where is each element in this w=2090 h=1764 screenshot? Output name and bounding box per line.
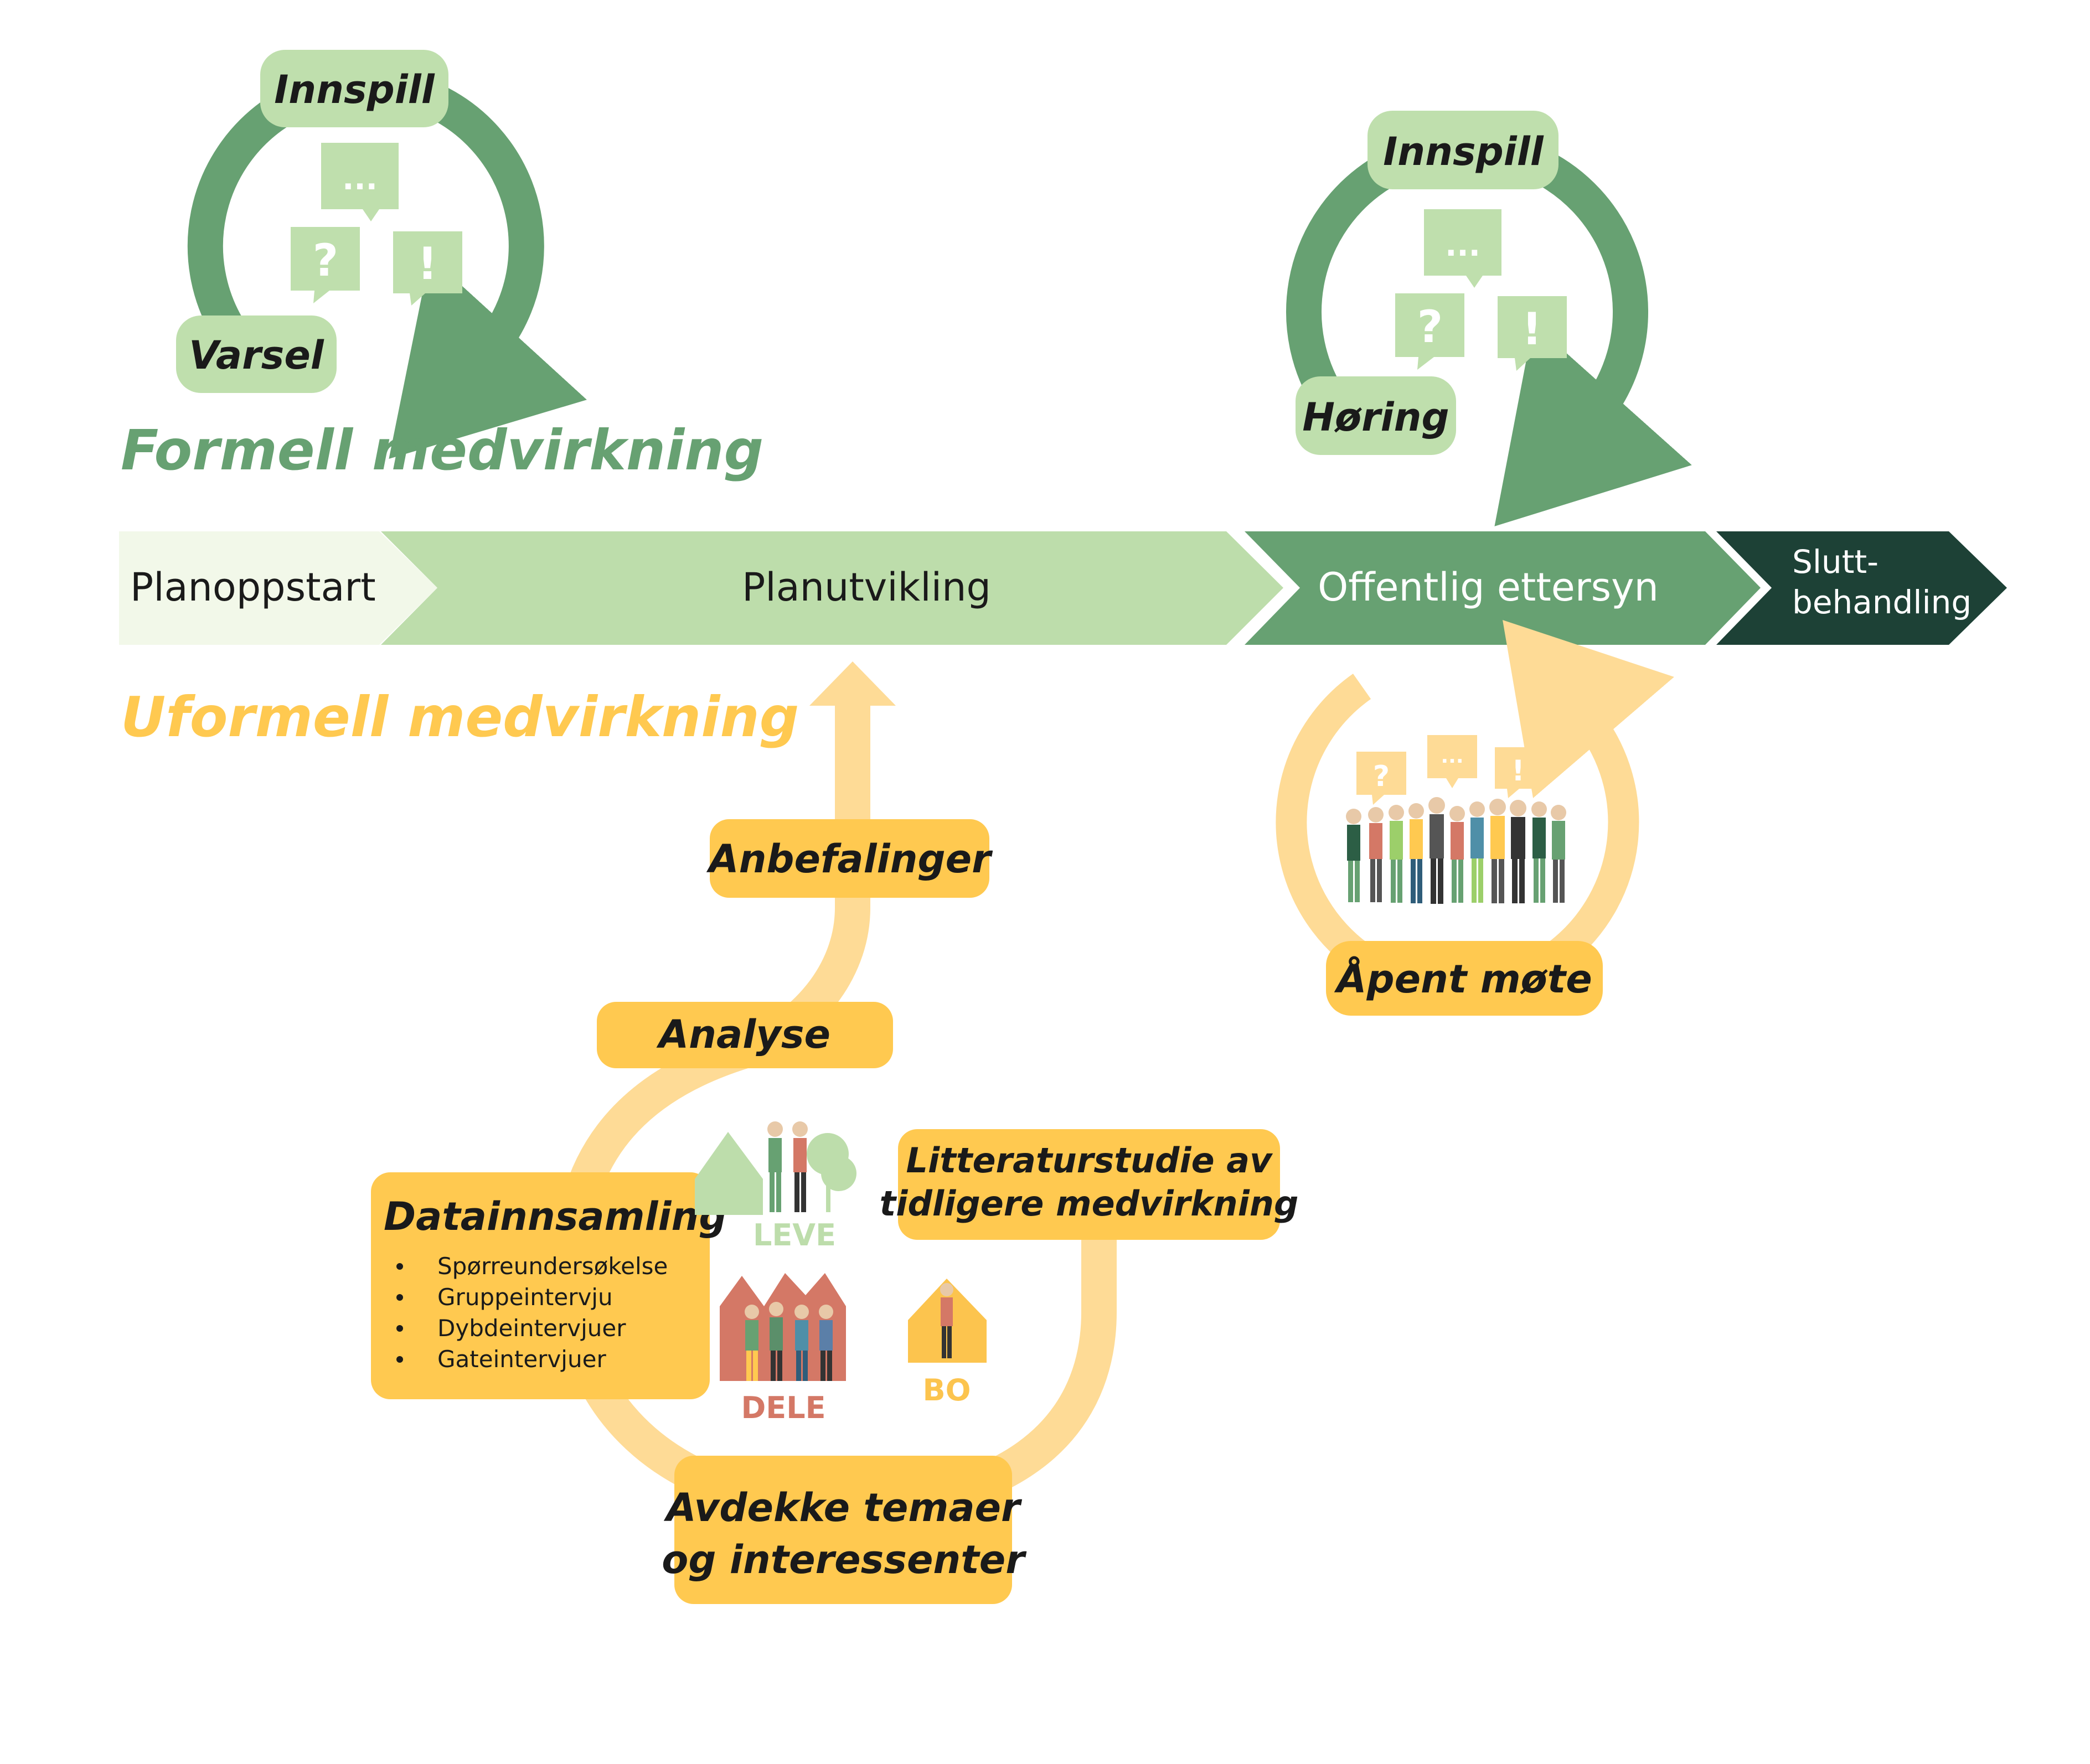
anbefalinger-label: Anbefalinger	[706, 836, 993, 882]
svg-text:!: !	[1522, 303, 1542, 355]
phase-planoppstart	[119, 531, 437, 645]
svg-text:?: ?	[1417, 301, 1443, 353]
speech-bubble-exclaim-2: !	[1498, 296, 1567, 371]
house-icon	[695, 1132, 763, 1215]
person-icon	[1489, 799, 1506, 903]
analyse-label: Analyse	[656, 1012, 830, 1057]
dele-illustration: DELE	[720, 1273, 846, 1425]
svg-text:!: !	[417, 238, 437, 289]
formal-heading: Formell medvirkning	[121, 418, 763, 483]
person-icon	[794, 1305, 809, 1381]
phase-label-planoppstart: Planoppstart	[130, 565, 376, 610]
svg-text:?: ?	[1373, 760, 1390, 793]
speech-bubble-dots-3: ...	[1427, 735, 1477, 788]
bo-illustration: BO	[908, 1279, 987, 1408]
person-icon	[940, 1283, 953, 1358]
tree-icon	[807, 1133, 856, 1212]
litteratur-line1: Litteraturstudie av	[906, 1140, 1273, 1181]
person-icon	[1408, 803, 1424, 903]
person-icon	[1368, 807, 1384, 902]
datainnsamling-list: Spørreundersøkelse Gruppeintervju Dybdei…	[396, 1253, 668, 1373]
innspill-label-1: Innspill	[274, 67, 435, 112]
litteratur-box	[898, 1129, 1280, 1240]
horing-label: Høring	[1302, 395, 1449, 440]
svg-text:...: ...	[1441, 745, 1463, 768]
formal-cycle-varsel: Innspill Varsel ... ? !	[176, 50, 587, 459]
formal-cycle-horing: Innspill Høring ... ? !	[1286, 111, 1692, 527]
litteratur-line2: tidligere medvirkning	[880, 1183, 1299, 1224]
informal-arrow-head	[809, 661, 896, 706]
speech-bubble-exclaim-3: !	[1495, 747, 1542, 798]
crowd-illustration	[1346, 797, 1566, 904]
anbefalinger-box	[710, 819, 989, 898]
person-icon	[1551, 805, 1566, 903]
avdekke-line2: og interessenter	[662, 1537, 1027, 1582]
phase-timeline: Planoppstart Planutvikling Offentlig ett…	[119, 531, 2007, 645]
phase-label-planutvikling: Planutvikling	[742, 565, 991, 610]
person-icon	[792, 1121, 808, 1212]
person-icon	[1449, 806, 1465, 903]
person-icon	[1510, 800, 1526, 903]
speech-bubble-exclaim-1: !	[393, 231, 462, 306]
list-item: Dybdeintervjuer	[437, 1315, 626, 1342]
list-item: Gateintervjuer	[437, 1346, 606, 1373]
person-icon	[769, 1302, 783, 1381]
varsel-label: Varsel	[189, 333, 324, 378]
bo-label: BO	[922, 1373, 971, 1408]
apent-mote-box	[1326, 941, 1603, 1016]
phase-offentlig-ettersyn	[1245, 531, 1761, 645]
avdekke-line1: Avdekke temaer	[663, 1485, 1023, 1530]
innspill-box-1	[260, 50, 448, 127]
speech-bubble-question-2: ?	[1395, 293, 1464, 370]
person-icon	[1469, 801, 1485, 903]
svg-text:...: ...	[1445, 227, 1480, 263]
speech-bubble-question-1: ?	[291, 227, 360, 303]
speech-bubble-dots-2: ...	[1424, 209, 1501, 288]
innspill-label-2: Innspill	[1383, 129, 1544, 174]
apent-mote-label: Åpent møte	[1334, 956, 1592, 1002]
horing-box	[1296, 376, 1456, 455]
person-icon	[1346, 809, 1361, 902]
avdekke-box	[674, 1456, 1012, 1604]
dele-label: DELE	[741, 1390, 825, 1425]
phase-label-sluttbehandling-2: behandling	[1792, 583, 1972, 621]
innspill-box-2	[1367, 111, 1559, 189]
person-icon	[745, 1305, 759, 1381]
datainnsamling-box: Datainnsamling Spørreundersøkelse Gruppe…	[371, 1172, 726, 1399]
varsel-box	[176, 315, 337, 393]
apent-mote-cycle: ? ... ! Åpent møte	[1276, 619, 1675, 1016]
leve-label: LEVE	[753, 1218, 836, 1253]
list-item: Spørreundersøkelse	[437, 1253, 668, 1280]
svg-text:...: ...	[342, 161, 378, 197]
phase-label-offentlig-ettersyn: Offentlig ettersyn	[1318, 565, 1659, 610]
phase-label-sluttbehandling-1: Slutt-	[1792, 543, 1879, 581]
person-icon	[1428, 797, 1445, 904]
datainnsamling-title: Datainnsamling	[384, 1194, 726, 1239]
analyse-box	[597, 1002, 893, 1068]
phase-planutvikling	[381, 531, 1283, 645]
list-item: Gruppeintervju	[437, 1284, 613, 1311]
leve-illustration: LEVE	[695, 1121, 856, 1253]
speech-bubble-question-3: ?	[1356, 752, 1406, 805]
person-icon	[1389, 805, 1404, 903]
informal-heading: Uformell medvirkning	[121, 685, 799, 749]
speech-bubble-dots-1: ...	[321, 143, 399, 221]
svg-text:?: ?	[313, 235, 338, 286]
phase-sluttbehandling	[1716, 531, 2007, 645]
svg-text:!: !	[1511, 754, 1525, 788]
person-icon	[1531, 801, 1547, 903]
person-icon	[819, 1305, 833, 1381]
person-icon	[767, 1121, 783, 1212]
